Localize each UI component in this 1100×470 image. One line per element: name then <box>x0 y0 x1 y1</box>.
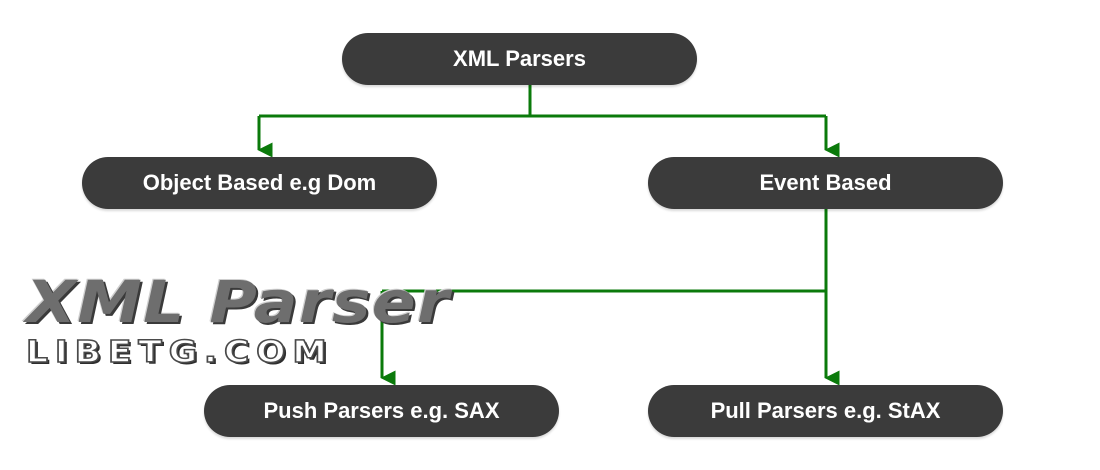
node-object-based-label: Object Based e.g Dom <box>142 170 377 195</box>
node-event-based-label: Event Based <box>759 170 892 195</box>
node-pull-parsers-label: Pull Parsers e.g. StAX <box>710 398 941 423</box>
node-push-parsers: Push Parsers e.g. SAX <box>204 385 559 437</box>
node-xml-parsers: XML Parsers <box>342 33 697 85</box>
node-pull-parsers: Pull Parsers e.g. StAX <box>648 385 1003 437</box>
node-object-based: Object Based e.g Dom <box>82 157 437 209</box>
node-push-parsers-label: Push Parsers e.g. SAX <box>263 398 500 423</box>
watermark-title: XML Parser <box>26 268 451 336</box>
watermark-subtitle: LIBETG.COM <box>25 334 334 371</box>
node-event-based: Event Based <box>648 157 1003 209</box>
node-xml-parsers-label: XML Parsers <box>453 46 586 71</box>
